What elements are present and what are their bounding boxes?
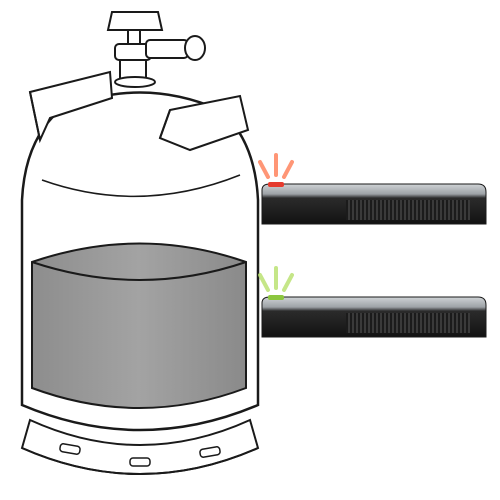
green-glow-rays xyxy=(258,266,294,292)
collar-handle-left xyxy=(28,70,114,144)
liquid-gas-fill xyxy=(31,242,247,409)
cylinder-base-ring xyxy=(20,418,260,475)
lower-level-sensor xyxy=(258,266,487,338)
upper-level-sensor xyxy=(258,153,487,225)
cylinder-top-dome xyxy=(41,174,241,198)
red-led-icon xyxy=(268,182,284,187)
collar-handle-right xyxy=(158,94,250,152)
valve-assembly xyxy=(106,11,206,88)
red-glow-rays xyxy=(258,153,294,179)
lower-sensor-grill xyxy=(346,313,470,333)
upper-sensor-grill xyxy=(346,200,470,220)
green-led-icon xyxy=(268,295,284,300)
